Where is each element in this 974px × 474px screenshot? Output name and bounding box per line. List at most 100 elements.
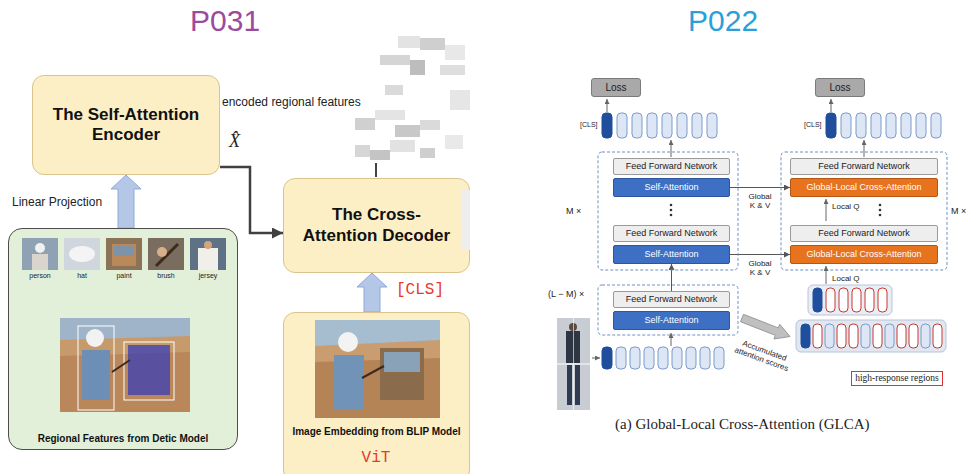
- blurred-region: [395, 125, 420, 137]
- detection-photo: [60, 336, 190, 356]
- token-row: [700, 347, 710, 369]
- token-row: [692, 113, 702, 138]
- arrow-note: Accumulated attention scores: [729, 335, 797, 375]
- edge-label: Global K & V: [746, 192, 774, 210]
- blurred-region: [445, 135, 463, 149]
- flow-arrow: [592, 99, 864, 358]
- connector-arrow: [730, 187, 790, 188]
- region-tag: paint: [116, 272, 131, 280]
- blurred-region: [370, 150, 390, 160]
- node-text: Feed Forward Network: [626, 228, 718, 238]
- region-tag: person: [29, 272, 50, 280]
- selected-token-row: [837, 324, 846, 348]
- region-tag: brush: [157, 272, 175, 280]
- token-row: [672, 347, 682, 369]
- person-image: [567, 365, 572, 405]
- node-text: Loss: [605, 82, 626, 94]
- callout-box: high-response regions: [851, 371, 943, 386]
- node-text: Global-Local Cross-Attention: [806, 182, 921, 192]
- edge-label: Linear Projection: [12, 196, 102, 210]
- node-text: The Cross-Attention Decoder: [302, 205, 452, 246]
- detection-photo: [124, 342, 174, 400]
- score-arrow: [741, 314, 791, 339]
- decoder-box: The Cross-Attention Decoder: [283, 178, 470, 273]
- region-tag: jersey: [199, 272, 218, 280]
- ffn-box: Feed Forward Network: [613, 158, 730, 175]
- token-row: [662, 113, 672, 138]
- region-thumbnail: [190, 238, 226, 270]
- node-text: Regional Features from Detic Model: [38, 433, 209, 445]
- flow-arrow: [826, 199, 827, 221]
- token-row: [686, 347, 696, 369]
- edge-label: [CLS]: [396, 281, 444, 299]
- ellipsis-dots: [879, 204, 882, 207]
- repeat-group: [781, 152, 947, 270]
- blurred-region: [355, 145, 370, 157]
- token-row: [647, 113, 657, 138]
- blurred-region: [462, 190, 470, 250]
- detection-photo: [78, 326, 114, 410]
- token-row: [632, 113, 642, 138]
- flow-arrow: [864, 140, 865, 157]
- token-row: [658, 347, 668, 369]
- token-row: [707, 113, 717, 138]
- selected-token-row: [849, 324, 858, 348]
- token-row: [886, 113, 896, 138]
- blurred-region: [440, 65, 465, 75]
- person-image: [569, 323, 577, 331]
- blurred-region: [450, 90, 470, 110]
- selected-token-row: [897, 324, 906, 348]
- selected-token-row: [826, 288, 835, 312]
- edge-label: Global K & V: [746, 259, 774, 277]
- token-row: [630, 347, 640, 369]
- token-row: [602, 113, 941, 369]
- node-text: high-response regions: [855, 373, 939, 384]
- selected-token-row: [909, 324, 918, 348]
- blurred-region: [375, 110, 405, 120]
- region-thumbnail: [69, 246, 95, 262]
- token-row: [644, 347, 654, 369]
- selected-token-row: [801, 324, 810, 348]
- glca-box: Global-Local Cross-Attention: [790, 245, 938, 264]
- node-text: Image Embedding from BLIP Model: [292, 426, 460, 438]
- region-thumbnail: [22, 238, 58, 270]
- detection-photo: [112, 360, 130, 372]
- person-image: [575, 365, 580, 405]
- input-photo: [384, 352, 420, 372]
- blurred-region: [390, 140, 415, 152]
- blurred-region: [420, 38, 445, 50]
- loss-box: Loss: [591, 78, 641, 97]
- blurred-region: [420, 148, 435, 158]
- person-image: [557, 318, 590, 410]
- selected-token-row: [839, 288, 848, 312]
- blurred-region: [355, 118, 375, 130]
- selected-token-row: [885, 324, 894, 348]
- input-photo: [315, 320, 440, 418]
- token-row: [602, 347, 612, 369]
- ellipsis-dots: [879, 209, 882, 212]
- region-thumbnail: [35, 243, 45, 253]
- flow-arrow: [831, 99, 832, 112]
- selected-token-row: [865, 288, 874, 312]
- detection-photo: [60, 318, 190, 340]
- connector-arrow: [220, 167, 283, 233]
- region-tag: hat: [77, 272, 87, 280]
- selected-token-row: [878, 288, 887, 312]
- region-thumbnail: [112, 244, 136, 266]
- ffn-box: Feed Forward Network: [790, 158, 938, 175]
- input-photo: [334, 355, 364, 410]
- token-row: [617, 113, 627, 138]
- self-attention-box: Self-Attention: [613, 178, 730, 197]
- token-row: [916, 113, 926, 138]
- token-row: [826, 113, 836, 138]
- flow-arrow: [671, 140, 672, 157]
- token-tag: [CLS]: [580, 121, 598, 129]
- selected-token-row: [861, 324, 870, 348]
- ellipsis-dots: [670, 204, 673, 207]
- person-image: [557, 318, 590, 410]
- person-image: [573, 318, 574, 410]
- blurred-region: [410, 60, 425, 75]
- repeat-count: M ×: [566, 206, 581, 216]
